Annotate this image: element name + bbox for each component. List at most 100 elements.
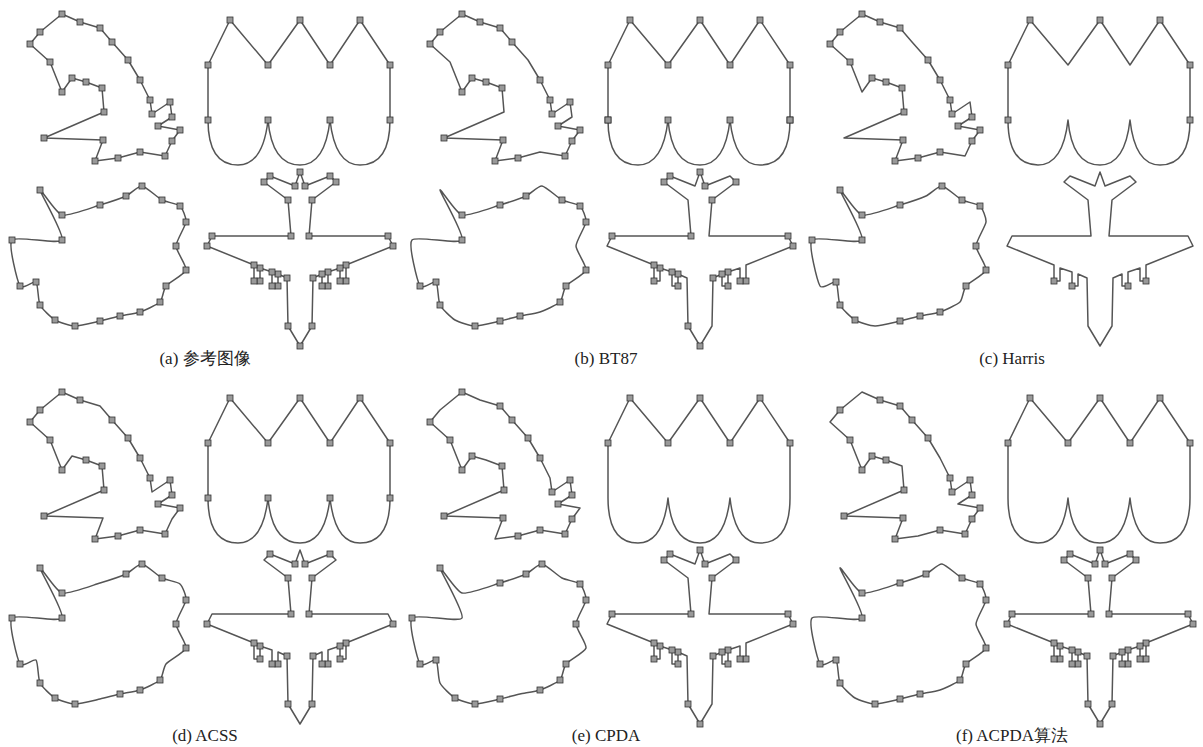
corner-marker: [710, 275, 716, 281]
corner-marker: [583, 267, 589, 273]
corner-marker: [163, 283, 169, 289]
corner-marker: [697, 343, 703, 349]
corner-marker: [9, 615, 15, 621]
corner-marker: [269, 661, 275, 667]
corner-marker: [1106, 611, 1112, 617]
corner-marker: [319, 271, 325, 277]
corner-marker: [83, 79, 89, 85]
corner-marker: [727, 440, 733, 446]
corner-marker: [275, 661, 281, 667]
corner-marker: [733, 179, 739, 185]
corner-marker: [817, 661, 823, 667]
corner-marker: [59, 389, 65, 395]
corner-marker: [667, 173, 673, 179]
leaf-contour: [811, 186, 986, 326]
corner-marker: [872, 701, 878, 707]
corner-marker: [567, 99, 573, 105]
corner-marker: [1102, 561, 1108, 567]
corner-marker: [1069, 647, 1075, 653]
corner-marker: [59, 237, 65, 243]
corner-marker: [69, 75, 75, 81]
corner-marker: [306, 611, 312, 617]
corner-marker: [847, 59, 853, 65]
corner-marker: [937, 309, 943, 315]
bird-contour: [430, 392, 580, 539]
corner-marker: [492, 158, 498, 164]
corner-marker: [949, 489, 955, 495]
corner-marker: [757, 395, 763, 401]
corner-marker: [710, 653, 716, 659]
corner-marker: [869, 453, 875, 459]
corner-marker: [327, 440, 333, 446]
corner-marker: [497, 403, 503, 409]
panel-caption: (b) BT87: [575, 350, 638, 369]
corner-marker: [333, 179, 339, 185]
corner-marker: [1133, 557, 1139, 563]
corner-marker: [327, 117, 333, 123]
corner-marker: [1157, 395, 1163, 401]
corner-marker: [892, 158, 898, 164]
corner-marker: [155, 501, 161, 507]
corner-marker: [847, 437, 853, 443]
corner-marker: [205, 495, 211, 501]
corner-marker: [651, 278, 657, 284]
corner-marker: [627, 17, 633, 23]
leaf-contour: [11, 564, 186, 704]
crown-contour: [208, 398, 390, 543]
corner-marker: [149, 111, 155, 117]
corner-marker: [915, 155, 921, 161]
corner-marker: [137, 527, 143, 533]
corner-marker: [1084, 653, 1090, 659]
corner-marker: [688, 611, 694, 617]
corner-marker: [205, 440, 211, 446]
corner-marker: [183, 219, 189, 225]
corner-marker: [169, 114, 175, 120]
corner-marker: [743, 656, 749, 662]
corner-marker: [869, 75, 875, 81]
corner-marker: [309, 323, 315, 329]
corner-marker: [390, 243, 396, 249]
corner-marker: [292, 561, 298, 567]
corner-marker: [409, 615, 415, 621]
corner-marker: [251, 262, 257, 268]
corner-marker: [1119, 661, 1125, 667]
corner-marker: [441, 513, 447, 519]
bird-contour: [830, 392, 980, 539]
corner-marker: [983, 267, 989, 273]
corner-marker: [837, 680, 843, 686]
corner-marker: [509, 417, 515, 423]
corner-marker: [725, 647, 731, 653]
corner-marker: [977, 505, 983, 511]
corner-marker: [669, 647, 675, 653]
corner-marker: [159, 575, 165, 581]
corner-marker: [27, 419, 33, 425]
corner-marker: [284, 653, 290, 659]
leaf-contour: [411, 186, 586, 326]
corner-marker: [309, 197, 315, 203]
corner-marker: [1137, 643, 1143, 649]
corner-marker: [1027, 395, 1033, 401]
corner-marker: [77, 397, 83, 403]
corner-marker: [275, 271, 281, 277]
corner-marker: [925, 435, 931, 441]
corner-marker: [167, 477, 173, 483]
corner-marker: [709, 197, 715, 203]
panel-caption: (e) CPDA: [572, 727, 640, 746]
corner-marker: [183, 267, 189, 273]
crown-contour: [1008, 398, 1190, 543]
corner-marker: [605, 62, 611, 68]
corner-marker: [727, 62, 733, 68]
result-panel: [809, 11, 1193, 346]
corner-marker: [109, 39, 115, 45]
corner-marker: [285, 701, 291, 707]
corner-marker: [97, 25, 103, 31]
corner-marker: [859, 11, 865, 17]
corner-marker: [92, 158, 98, 164]
corner-marker: [159, 197, 165, 203]
corner-marker: [609, 611, 615, 617]
corner-marker: [917, 691, 923, 697]
corner-marker: [515, 533, 521, 539]
corner-marker: [1051, 278, 1057, 284]
corner-marker: [337, 643, 343, 649]
corner-marker: [327, 495, 333, 501]
